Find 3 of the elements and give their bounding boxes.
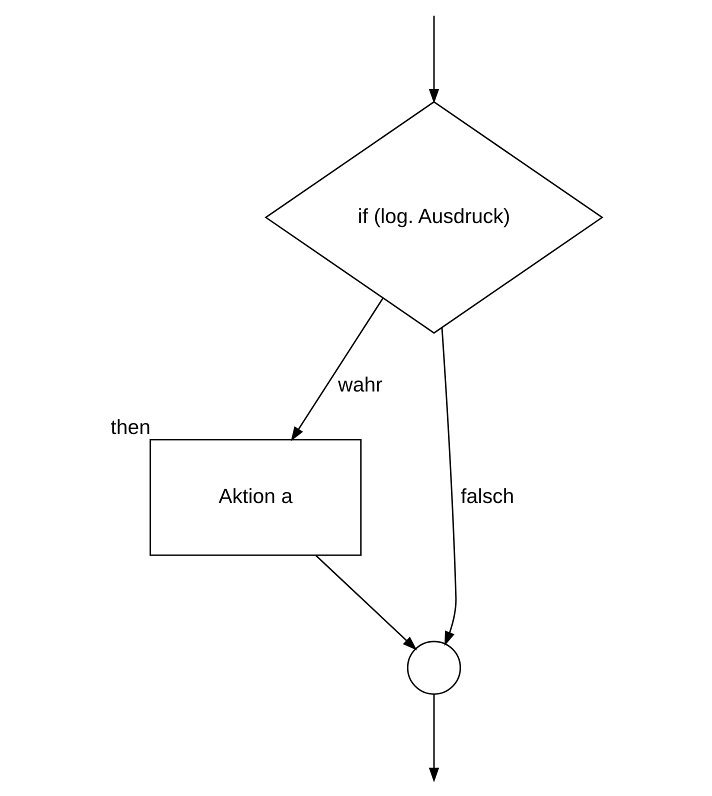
- edge-label: falsch: [460, 484, 514, 508]
- edge-label: wahr: [338, 374, 382, 397]
- node-label: then: [110, 416, 150, 440]
